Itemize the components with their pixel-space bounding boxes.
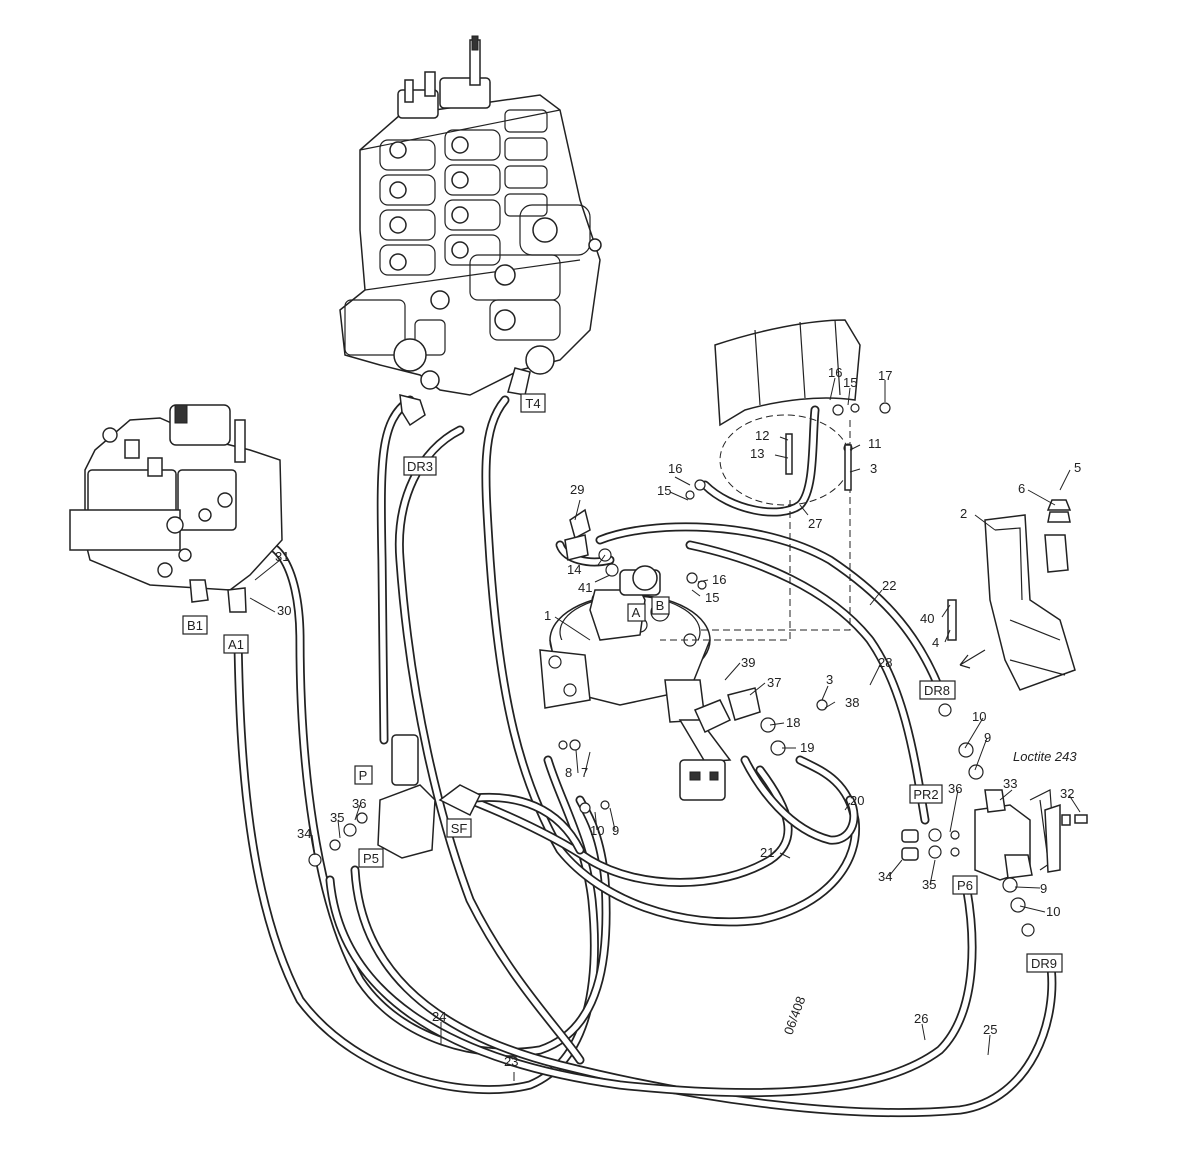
callout-30: 30	[277, 603, 291, 618]
callout-21: 21	[760, 845, 774, 860]
callout-40: 40	[920, 611, 934, 626]
callout-35: 35	[922, 877, 936, 892]
callout-11: 11	[868, 436, 882, 451]
callout-2: 2	[960, 506, 967, 521]
callout-24: 24	[432, 1009, 446, 1024]
callout-1: 1	[544, 608, 551, 623]
svg-text:DR9: DR9	[1031, 956, 1057, 971]
swing-motor	[539, 565, 761, 801]
loctite-note: Loctite 243	[1013, 749, 1077, 764]
hoses	[233, 395, 1057, 1118]
callout-26: 26	[914, 1011, 928, 1026]
callout-13: 13	[750, 446, 764, 461]
svg-text:P: P	[359, 768, 368, 783]
callout-10: 10	[590, 823, 604, 838]
callout-numbers: 1 2 3 3 4 5 6 7 8 9 9 9 10 10 10 11 12 1…	[275, 365, 1081, 1069]
port-label-a: A	[627, 603, 646, 622]
callout-27: 27	[808, 516, 822, 531]
svg-text:P6: P6	[957, 878, 973, 893]
callout-33: 33	[1003, 776, 1017, 791]
callout-34: 34	[878, 869, 892, 884]
callout-32: 32	[1060, 786, 1074, 801]
callout-39: 39	[741, 655, 755, 670]
callout-41: 41	[578, 580, 592, 595]
svg-text:B: B	[656, 598, 665, 613]
callout-34: 34	[297, 826, 311, 841]
callout-10: 10	[972, 709, 986, 724]
callout-23: 23	[504, 1054, 518, 1069]
callout-10: 10	[1046, 904, 1060, 919]
callout-8: 8	[565, 765, 572, 780]
callout-38: 38	[845, 695, 859, 710]
callout-3: 3	[870, 461, 877, 476]
callout-36: 36	[948, 781, 962, 796]
callout-22: 22	[882, 578, 896, 593]
callout-19: 19	[800, 740, 814, 755]
port-label-dr3: DR3	[403, 456, 437, 476]
port-label-t4: T4	[520, 393, 546, 413]
svg-text:DR3: DR3	[407, 459, 433, 474]
auxiliary-valve-block	[69, 404, 283, 613]
callout-16: 16	[668, 461, 682, 476]
callout-31: 31	[275, 549, 289, 564]
leader-lines	[249, 377, 1081, 1081]
callout-36: 36	[352, 796, 366, 811]
svg-text:SF: SF	[451, 821, 468, 836]
manifold-block	[901, 703, 1088, 937]
callout-29: 29	[570, 482, 584, 497]
callout-17: 17	[878, 368, 892, 383]
port-label-sf: SF	[446, 818, 472, 838]
callout-5: 5	[1074, 460, 1081, 475]
svg-text:B1: B1	[187, 618, 203, 633]
callout-16: 16	[828, 365, 842, 380]
callout-14: 14	[567, 562, 581, 577]
callout-15: 15	[843, 375, 857, 390]
callout-12: 12	[755, 428, 769, 443]
port-label-p: P	[354, 765, 373, 785]
callout-15: 15	[705, 590, 719, 605]
svg-text:P5: P5	[363, 851, 379, 866]
callout-7: 7	[581, 765, 588, 780]
callout-3: 3	[826, 672, 833, 687]
port-label-dr8: DR8	[919, 680, 956, 700]
hose-25	[350, 865, 1057, 1118]
svg-text:DR8: DR8	[924, 683, 950, 698]
callout-20: 20	[850, 793, 864, 808]
callout-25: 25	[983, 1022, 997, 1037]
callout-18: 18	[786, 715, 800, 730]
hose-21	[465, 765, 793, 887]
callout-37: 37	[767, 675, 781, 690]
callout-16: 16	[712, 572, 726, 587]
port-label-p5: P5	[358, 848, 384, 868]
pressure-block	[308, 402, 1071, 867]
port-labels: T4 DR3 B1 A1 P P5 SF A B DR8 PR2 P6 DR9	[182, 393, 1063, 973]
port-label-dr9: DR9	[1026, 953, 1063, 973]
drawing-reference: 06/408	[781, 994, 809, 1036]
svg-text:A: A	[632, 605, 641, 620]
callout-4: 4	[932, 635, 939, 650]
svg-text:PR2: PR2	[913, 787, 938, 802]
main-control-valve	[339, 35, 602, 427]
port-label-p6: P6	[952, 875, 978, 895]
callout-35: 35	[330, 810, 344, 825]
port-label-pr2: PR2	[909, 784, 943, 804]
port-label-a1: A1	[223, 634, 249, 654]
callout-6: 6	[1018, 481, 1025, 496]
port-label-b1: B1	[182, 615, 208, 635]
mounting-bracket	[947, 499, 1076, 691]
svg-text:A1: A1	[228, 637, 244, 652]
svg-text:T4: T4	[525, 396, 540, 411]
port-label-b: B	[651, 596, 670, 615]
callout-9: 9	[612, 823, 619, 838]
callout-9: 9	[1040, 881, 1047, 896]
callout-9: 9	[984, 730, 991, 745]
callout-28: 28	[878, 655, 892, 670]
callout-15: 15	[657, 483, 671, 498]
